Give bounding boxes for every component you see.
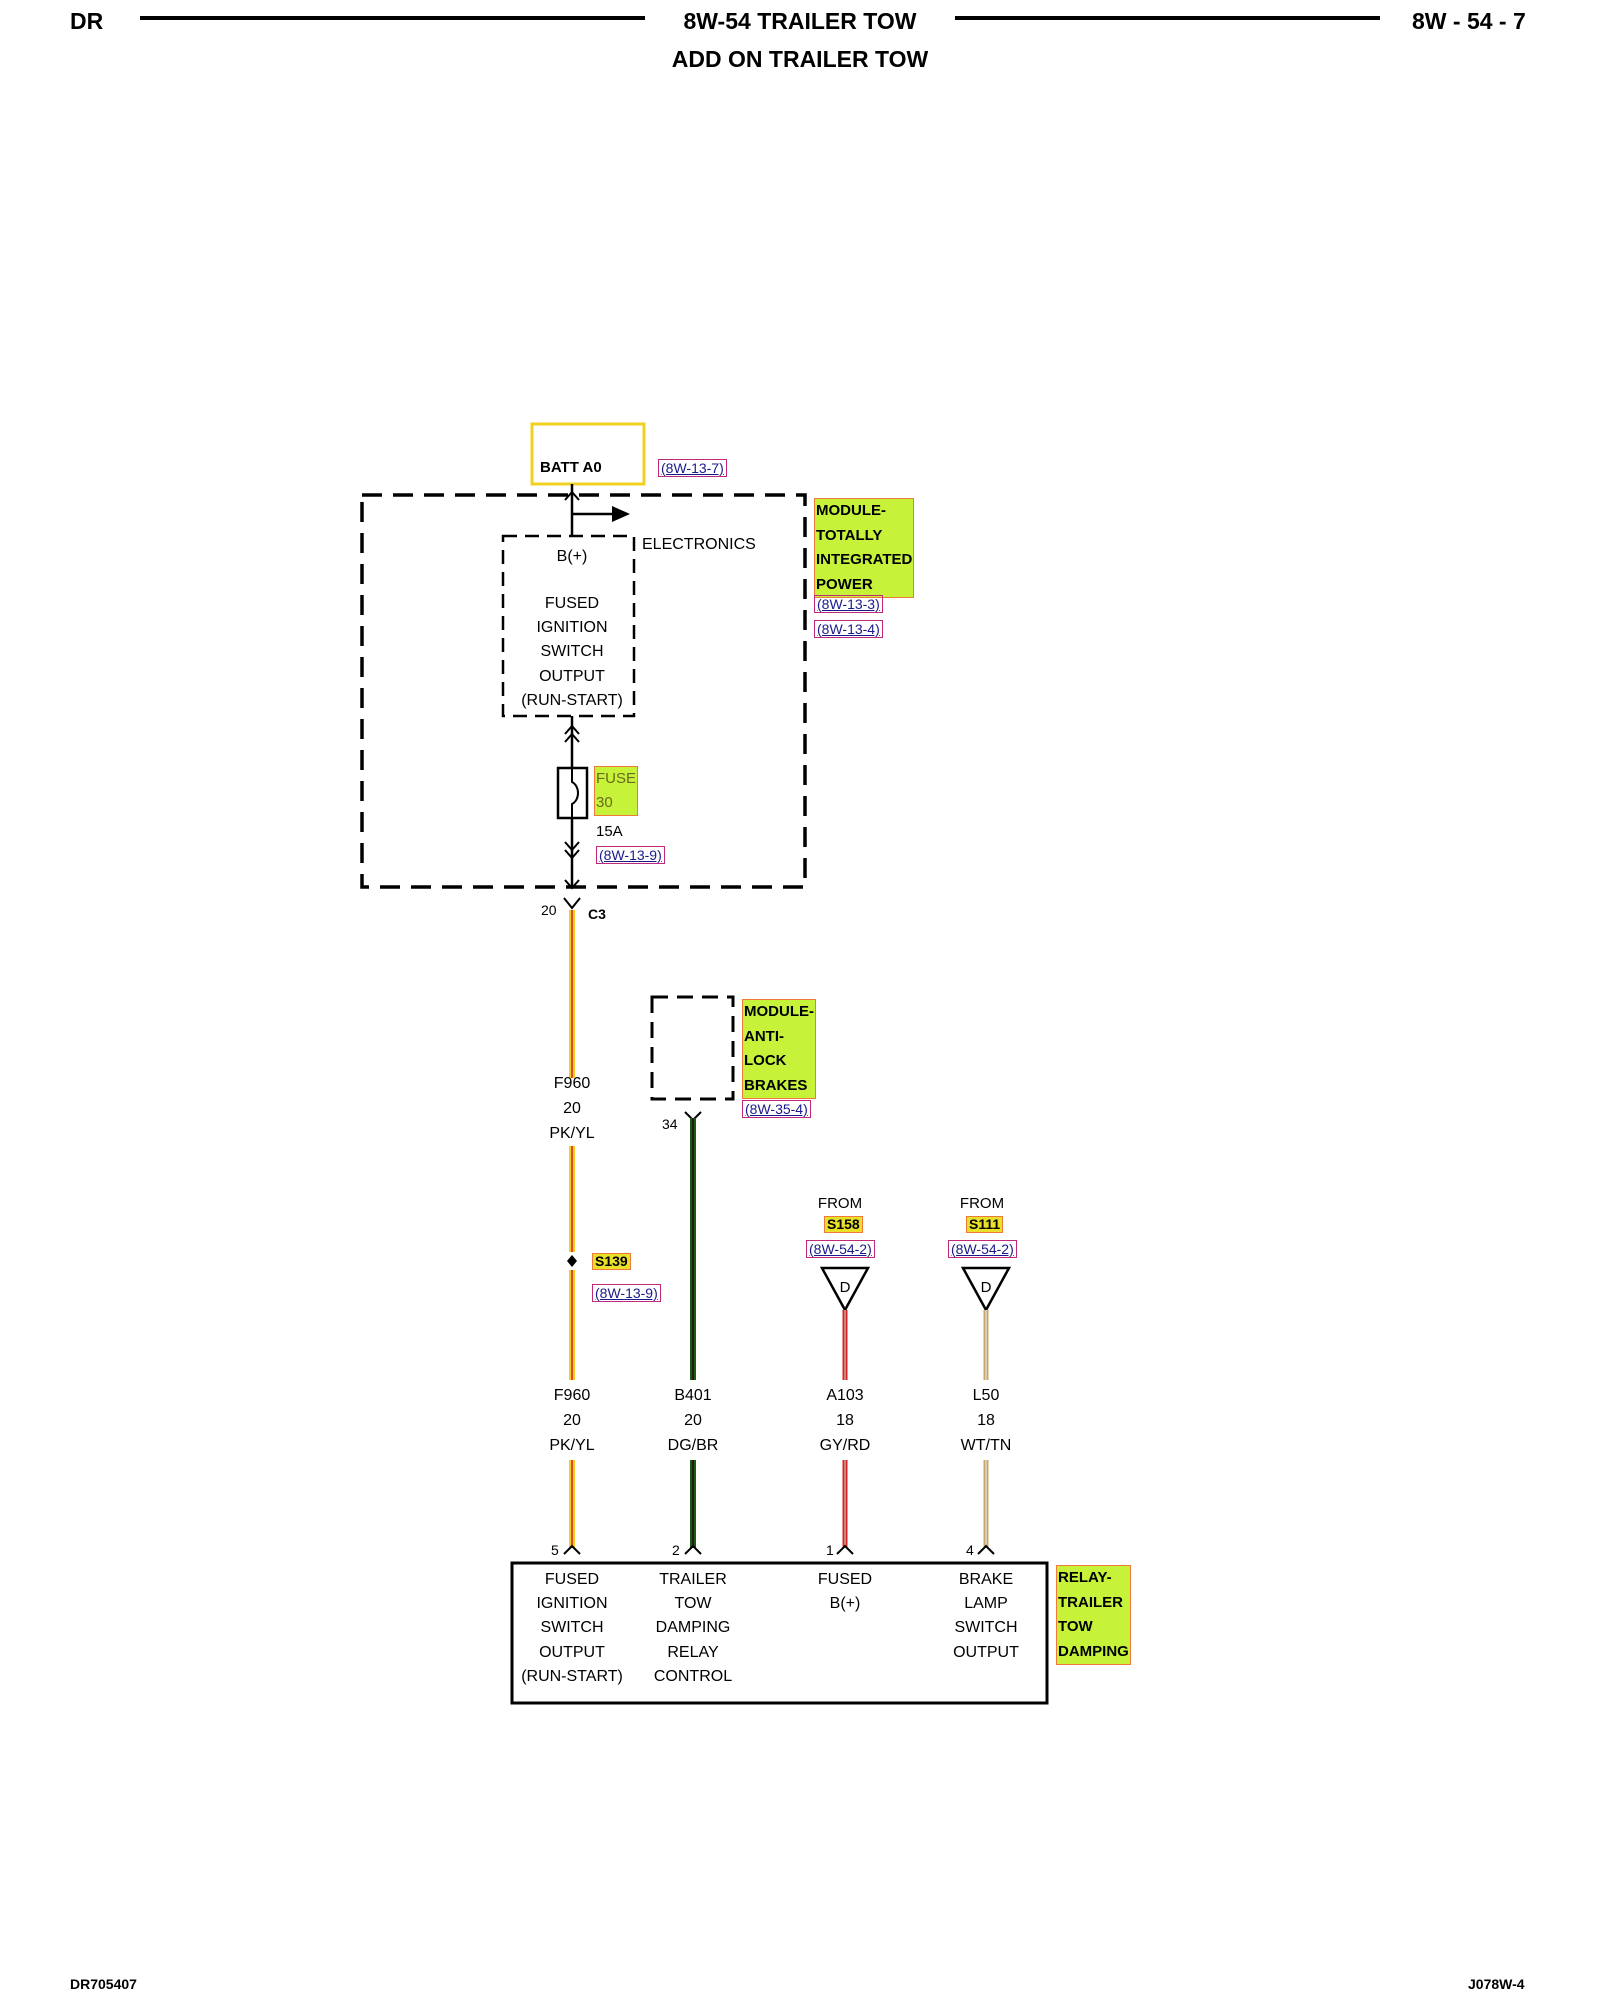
fuse-rating: 15A bbox=[596, 823, 623, 840]
batt-ref-link[interactable]: (8W-13-7) bbox=[658, 459, 727, 477]
relay-pin-1-desc-2: B(+) bbox=[829, 1595, 861, 1612]
relay-pin-4-desc-4: OUTPUT bbox=[953, 1644, 1019, 1661]
abs-ref-link[interactable]: (8W-35-4) bbox=[742, 1100, 811, 1118]
batt-label: BATT A0 bbox=[540, 459, 602, 476]
electronics-arrow bbox=[612, 506, 630, 522]
feed-s111-splice: S111 bbox=[966, 1216, 1004, 1233]
c3-pin-number: 20 bbox=[541, 902, 557, 918]
c3-connector bbox=[563, 897, 581, 910]
page-subtitle: ADD ON TRAILER TOW bbox=[671, 46, 929, 72]
tipm-ref-link-1[interactable]: (8W-13-3) bbox=[814, 595, 883, 613]
tipm-output-line-1: FUSED bbox=[544, 595, 600, 612]
circuit-f960-upper-gauge: 20 bbox=[563, 1100, 581, 1117]
tipm-module-box bbox=[360, 493, 807, 889]
relay-pin-4-desc-3: SWITCH bbox=[954, 1619, 1018, 1636]
feed-s158-symbol: D bbox=[839, 1279, 851, 1296]
relay-pin-5-desc-1: FUSED bbox=[544, 1571, 600, 1588]
relay-pin-2-desc-1: TRAILER bbox=[659, 1571, 727, 1588]
circuit-2-gauge: 20 bbox=[684, 1412, 702, 1429]
relay-pin-2-desc-4: RELAY bbox=[667, 1644, 719, 1661]
circuit-4-id: L50 bbox=[972, 1387, 1000, 1404]
circuit-f960-upper-id: F960 bbox=[553, 1075, 591, 1092]
feed-s158-from: FROM bbox=[817, 1195, 863, 1212]
relay-pin-1-desc-1: FUSED bbox=[817, 1571, 873, 1588]
tipm-output-line-4: OUTPUT bbox=[539, 668, 605, 685]
relay-pin-4: 4 bbox=[966, 1542, 974, 1558]
relay-pin-1: 1 bbox=[826, 1542, 834, 1558]
circuit-4-gauge: 18 bbox=[977, 1412, 995, 1429]
circuit-3-id: A103 bbox=[826, 1387, 864, 1404]
tipm-ref-link-2[interactable]: (8W-13-4) bbox=[814, 620, 883, 638]
relay-pin-5-desc-5: (RUN-START) bbox=[521, 1668, 623, 1685]
feed-s158-ref-link[interactable]: (8W-54-2) bbox=[806, 1240, 875, 1258]
circuit-1-gauge: 20 bbox=[563, 1412, 581, 1429]
relay-pin-5: 5 bbox=[551, 1542, 559, 1558]
relay-pin-2-desc-2: TOW bbox=[674, 1595, 712, 1612]
relay-pin-5-desc-2: IGNITION bbox=[536, 1595, 608, 1612]
relay-pin-2: 2 bbox=[672, 1542, 680, 1558]
circuit-2-id: B401 bbox=[674, 1387, 712, 1404]
electronics-label: ELECTRONICS bbox=[642, 536, 756, 553]
feed-triangle-s111 bbox=[960, 1266, 1012, 1313]
tipm-output-line-5: (RUN-START) bbox=[521, 692, 623, 709]
abs-pin-number: 34 bbox=[662, 1116, 678, 1132]
feed-s111-from: FROM bbox=[959, 1195, 1005, 1212]
page-code-left: DR bbox=[70, 8, 104, 34]
relay-pin-5-desc-4: OUTPUT bbox=[539, 1644, 605, 1661]
bplus-label: B(+) bbox=[556, 548, 588, 565]
abs-name-label: MODULE- ANTI- LOCK BRAKES bbox=[742, 999, 816, 1099]
batt-box bbox=[530, 422, 646, 486]
relay-pin-2-desc-5: CONTROL bbox=[653, 1668, 733, 1685]
circuit-1-id: F960 bbox=[553, 1387, 591, 1404]
feed-s158-splice: S158 bbox=[824, 1216, 863, 1233]
relay-pin-4-desc-2: LAMP bbox=[964, 1595, 1008, 1612]
feed-s111-symbol: D bbox=[980, 1279, 992, 1296]
tipm-output-box bbox=[501, 534, 636, 718]
splice-s139-ref-link[interactable]: (8W-13-9) bbox=[592, 1284, 661, 1302]
tipm-name-label: MODULE- TOTALLY INTEGRATED POWER bbox=[814, 498, 915, 598]
circuit-2-color: DG/BR bbox=[667, 1437, 719, 1454]
footer-figure-code: J078W-4 bbox=[1468, 1976, 1525, 1992]
circuit-3-color: GY/RD bbox=[819, 1437, 871, 1454]
circuit-1-color: PK/YL bbox=[549, 1437, 595, 1454]
header-rule-right bbox=[955, 16, 1380, 20]
tipm-output-line-2: IGNITION bbox=[536, 619, 608, 636]
relay-name-label: RELAY- TRAILER TOW DAMPING bbox=[1056, 1565, 1131, 1665]
feed-triangle-s158 bbox=[819, 1266, 871, 1313]
footer-doc-code: DR705407 bbox=[70, 1976, 137, 1992]
header-rule-left bbox=[140, 16, 645, 20]
c3-connector-label: C3 bbox=[588, 906, 606, 922]
abs-module-box bbox=[650, 995, 735, 1101]
tipm-output-line-3: SWITCH bbox=[540, 643, 604, 660]
feed-s111-ref-link[interactable]: (8W-54-2) bbox=[948, 1240, 1017, 1258]
relay-pin-4-desc-1: BRAKE bbox=[958, 1571, 1014, 1588]
relay-box bbox=[510, 1561, 1049, 1705]
fuse-30-label: FUSE 30 bbox=[594, 766, 639, 816]
splice-s139-dot bbox=[567, 1255, 577, 1267]
circuit-f960-upper-color: PK/YL bbox=[549, 1125, 595, 1142]
circuit-4-color: WT/TN bbox=[960, 1437, 1012, 1454]
splice-s139-label: S139 bbox=[592, 1253, 631, 1270]
circuit-3-gauge: 18 bbox=[836, 1412, 854, 1429]
fuse-ref-link[interactable]: (8W-13-9) bbox=[596, 846, 665, 864]
page-number: 8W - 54 - 7 bbox=[1412, 8, 1526, 34]
relay-pin-2-desc-3: DAMPING bbox=[655, 1619, 731, 1636]
page-title: 8W-54 TRAILER TOW bbox=[683, 8, 917, 34]
relay-pin-5-desc-3: SWITCH bbox=[540, 1619, 604, 1636]
